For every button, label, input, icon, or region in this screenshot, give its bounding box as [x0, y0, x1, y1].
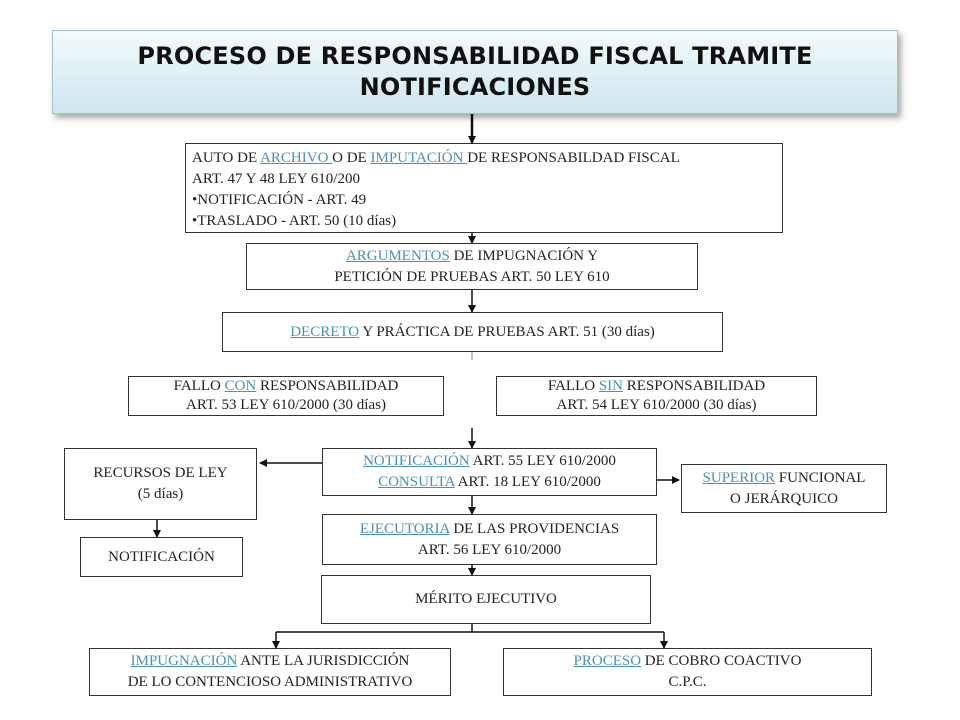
con-link[interactable]: CON	[224, 378, 257, 394]
imputacion-link[interactable]: IMPUTACIÓN	[370, 150, 468, 166]
fallo-sin-box: FALLO SIN RESPONSABILIDAD ART. 54 LEY 61…	[496, 376, 817, 416]
auto-bullet-notificacion: •NOTIFICACIÓN - ART. 49	[192, 192, 367, 208]
auto-box: AUTO DE ARCHIVO O DE IMPUTACIÓN DE RESPO…	[185, 143, 783, 233]
sin-link[interactable]: SIN	[598, 378, 624, 394]
impugnacion-link[interactable]: IMPUGNACIÓN	[130, 653, 238, 669]
superior-link[interactable]: SUPERIOR	[702, 469, 776, 486]
line-merito-split	[276, 624, 664, 633]
archivo-link[interactable]: ARCHIVO	[260, 150, 333, 166]
proceso-box: PROCESO DE COBRO COACTIVO C.P.C.	[503, 648, 872, 696]
consulta-link[interactable]: CONSULTA	[378, 474, 455, 490]
notificacion-box: NOTIFICACIÓN ART. 55 LEY 610/2000 CONSUL…	[322, 448, 657, 496]
notificacion-link[interactable]: NOTIFICACIÓN	[363, 453, 470, 469]
decreto-link[interactable]: DECRETO	[290, 323, 360, 340]
ejecutoria-link[interactable]: EJECUTORIA	[359, 520, 450, 537]
auto-line-2: ART. 47 Y 48 LEY 610/200	[192, 171, 360, 187]
impugnacion-box: IMPUGNACIÓN ANTE LA JURISDICCIÓN DE LO C…	[89, 648, 451, 696]
fallo-con-box: FALLO CON RESPONSABILIDAD ART. 53 LEY 61…	[128, 376, 444, 416]
merito-box: MÉRITO EJECUTIVO	[321, 575, 651, 624]
title-banner: PROCESO DE RESPONSABILIDAD FISCAL TRAMIT…	[52, 30, 898, 114]
auto-bullet-traslado: •TRASLADO - ART. 50 (10 días)	[192, 213, 397, 229]
ejecutoria-box: EJECUTORIA DE LAS PROVIDENCIAS ART. 56 L…	[322, 514, 657, 565]
argumentos-box: ARGUMENTOS DE IMPUGNACIÓN Y PETICIÓN DE …	[246, 243, 698, 290]
notificacion-small-box: NOTIFICACIÓN	[80, 537, 243, 577]
title-line-2: NOTIFICACIONES	[359, 73, 591, 101]
decreto-box: DECRETO Y PRÁCTICA DE PRUEBAS ART. 51 (3…	[222, 312, 723, 352]
recursos-box: RECURSOS DE LEY (5 días)	[64, 448, 257, 520]
auto-line-1: AUTO DE ARCHIVO O DE IMPUTACIÓN DE RESPO…	[192, 150, 680, 166]
argumentos-link[interactable]: ARGUMENTOS	[345, 247, 450, 264]
proceso-link[interactable]: PROCESO	[573, 653, 642, 669]
title-line-1: PROCESO DE RESPONSABILIDAD FISCAL TRAMIT…	[137, 42, 813, 70]
superior-box: SUPERIOR FUNCIONAL O JERÁRQUICO	[681, 464, 887, 513]
